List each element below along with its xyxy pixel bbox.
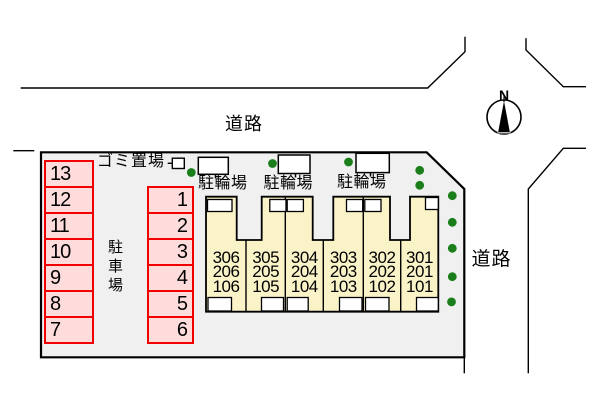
parking-space: 7 — [44, 316, 94, 344]
parking-space-number: 9 — [50, 266, 61, 289]
parking-space-number: 13 — [50, 162, 71, 185]
room-number: 101 — [406, 276, 433, 296]
road-edge-top-right — [525, 38, 586, 88]
room-number: 304 — [290, 248, 318, 267]
room-column: 302 202 102 — [363, 248, 400, 296]
parking-space: 5 — [147, 290, 194, 318]
room-number: 106 — [212, 276, 240, 296]
room-number: 201 — [406, 262, 433, 282]
bicycle-parking-label: 駐輪場 — [263, 175, 314, 192]
parking-space: 2 — [147, 212, 194, 240]
parking-area-label: 駐車場 — [106, 239, 123, 296]
parking-space: 1 — [147, 186, 194, 214]
road-label-top: 道路 — [225, 113, 263, 134]
parking-space-number: 2 — [176, 214, 188, 237]
room-number: 104 — [290, 276, 318, 296]
tree-icon — [344, 157, 353, 167]
room-column: 306 206 106 — [206, 248, 246, 296]
unit-dividers — [245, 196, 402, 312]
tree-icon — [186, 168, 196, 177]
room-number: 103 — [329, 276, 357, 296]
parking-space-number: 4 — [176, 266, 188, 289]
garbage-area-label: ゴミ置場 — [97, 152, 166, 170]
parking-space: 6 — [147, 316, 194, 344]
parking-space-number: 7 — [50, 318, 61, 341]
parking-space-number: 1 — [176, 188, 188, 211]
room-number: 301 — [406, 248, 433, 267]
room-number: 102 — [368, 276, 396, 296]
room-number: 206 — [212, 262, 240, 282]
room-number: 205 — [252, 262, 280, 282]
tree-icon — [447, 191, 457, 201]
tree-icon — [447, 297, 456, 307]
bicycle-sheds — [197, 152, 391, 179]
room-number: 203 — [329, 262, 357, 282]
room-column: 305 205 105 — [246, 248, 285, 296]
parking-space: 12 — [44, 186, 94, 214]
room-number: 204 — [290, 262, 318, 282]
tree-icons — [186, 157, 457, 307]
road-label-right: 道路 — [471, 248, 512, 270]
compass-icon — [486, 96, 522, 135]
room-column: 301 201 101 — [401, 248, 439, 296]
entrance-notches — [207, 296, 439, 312]
road-edge-top — [20, 36, 466, 89]
parking-space-number: 11 — [50, 214, 70, 237]
parking-space-number: 5 — [176, 292, 188, 315]
tree-icon — [415, 165, 425, 175]
room-number: 105 — [252, 276, 280, 296]
road-edge-bottom-right — [527, 147, 586, 374]
tree-icon — [447, 217, 457, 227]
bicycle-parking-label: 駐輪場 — [198, 175, 248, 192]
parking-space: 9 — [44, 264, 94, 292]
room-number: 306 — [212, 248, 240, 267]
tree-icon — [447, 272, 457, 282]
tree-icon — [415, 180, 425, 190]
room-number: 305 — [252, 248, 280, 267]
compass-north-label: N — [498, 86, 510, 103]
parking-space: 4 — [147, 264, 194, 292]
parking-space: 3 — [147, 238, 194, 266]
parking-space-number: 12 — [50, 188, 71, 211]
parking-space-number: 6 — [176, 318, 188, 341]
room-number: 302 — [368, 248, 396, 267]
garbage-door-icon — [167, 157, 186, 170]
parking-space: 10 — [44, 238, 94, 266]
tree-icon — [447, 243, 457, 253]
parking-space-number: 10 — [50, 240, 71, 263]
bicycle-parking-label: 駐輪場 — [337, 174, 387, 191]
road-lines — [13, 36, 586, 374]
room-number: 303 — [329, 248, 357, 267]
parking-space-number: 3 — [176, 240, 188, 263]
parking-space: 8 — [44, 290, 94, 318]
building-footprint — [205, 195, 440, 313]
room-number: 202 — [368, 262, 396, 282]
tree-icon — [268, 159, 277, 168]
balcony-landings — [206, 196, 439, 213]
parking-space-number: 8 — [50, 292, 61, 315]
room-column: 304 204 104 — [285, 248, 323, 296]
parking-space: 11 — [44, 212, 94, 240]
room-column: 303 203 103 — [323, 248, 363, 296]
parking-space: 13 — [44, 160, 94, 188]
